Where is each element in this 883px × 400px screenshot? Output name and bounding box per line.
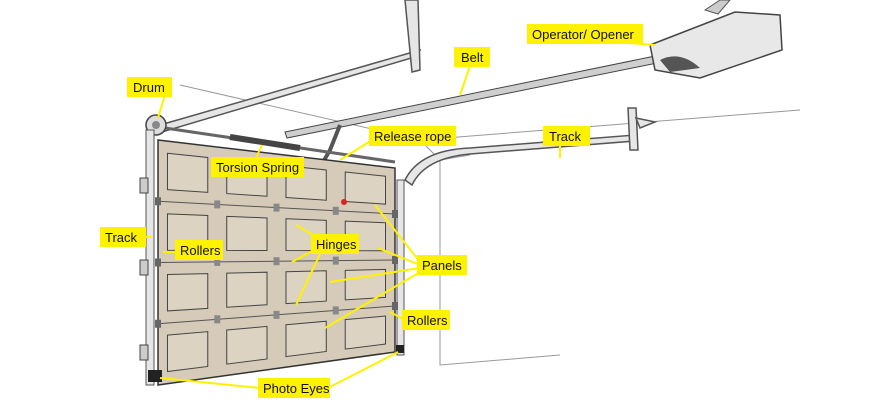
svg-text:Photo Eyes: Photo Eyes (263, 381, 330, 396)
door-panel (166, 273, 209, 312)
label-hinges: Hinges (311, 234, 359, 254)
roller (155, 197, 161, 206)
label-track-right: Track (543, 126, 590, 146)
photo-eye-right (396, 345, 404, 353)
hinge (332, 256, 339, 265)
overhead-track-left (159, 0, 422, 133)
hinge (214, 315, 221, 324)
svg-text:Hinges: Hinges (316, 237, 357, 252)
label-photo-eyes: Photo Eyes (258, 378, 330, 398)
vertical-track-left (139, 129, 155, 386)
roller (392, 256, 398, 264)
photo-eye-left (148, 370, 162, 382)
svg-text:Track: Track (105, 230, 138, 245)
hinge (332, 206, 339, 215)
svg-text:Panels: Panels (422, 258, 462, 273)
hinge (273, 310, 280, 319)
svg-text:Rollers: Rollers (180, 243, 221, 258)
roller (155, 258, 161, 267)
label-belt: Belt (454, 47, 490, 67)
svg-text:Track: Track (549, 129, 582, 144)
door-panel (344, 315, 387, 350)
hinge (214, 257, 221, 266)
label-torsion-spring: Torsion Spring (211, 157, 304, 177)
door-panel (166, 152, 209, 193)
door-panel (226, 215, 268, 252)
label-drum: Drum (127, 77, 172, 97)
door-panel (344, 171, 387, 205)
svg-text:Rollers: Rollers (407, 313, 448, 328)
door-panel (226, 325, 268, 365)
hinge (332, 306, 339, 315)
svg-text:Drum: Drum (133, 80, 165, 95)
svg-text:Torsion Spring: Torsion Spring (216, 160, 299, 175)
label-operator-opener: Operator/ Opener (527, 24, 643, 44)
label-release-rope: Release rope (369, 126, 456, 146)
label-track-left: Track (100, 227, 146, 247)
label-rollers-left: Rollers (175, 240, 223, 260)
door-panel (226, 271, 268, 308)
door-panel (285, 270, 327, 305)
svg-text:Release rope: Release rope (374, 129, 451, 144)
roller (155, 319, 161, 328)
torsion-spring (164, 126, 396, 164)
svg-text:Belt: Belt (461, 50, 484, 65)
operator-opener (649, 0, 783, 79)
roller (392, 302, 398, 310)
door-panel (285, 320, 327, 358)
door-panel (344, 268, 387, 301)
vertical-track-right (396, 179, 405, 356)
label-panels: Panels (417, 255, 467, 275)
hinge (214, 200, 221, 209)
roller (392, 210, 398, 218)
garage-door (148, 139, 404, 386)
svg-text:Operator/ Opener: Operator/ Opener (532, 27, 635, 42)
release-handle (341, 199, 347, 205)
hinge (273, 203, 280, 212)
overhead-track-right (404, 107, 658, 187)
hinge (273, 257, 280, 266)
label-rollers-right: Rollers (402, 310, 450, 330)
door-panel (166, 331, 209, 373)
